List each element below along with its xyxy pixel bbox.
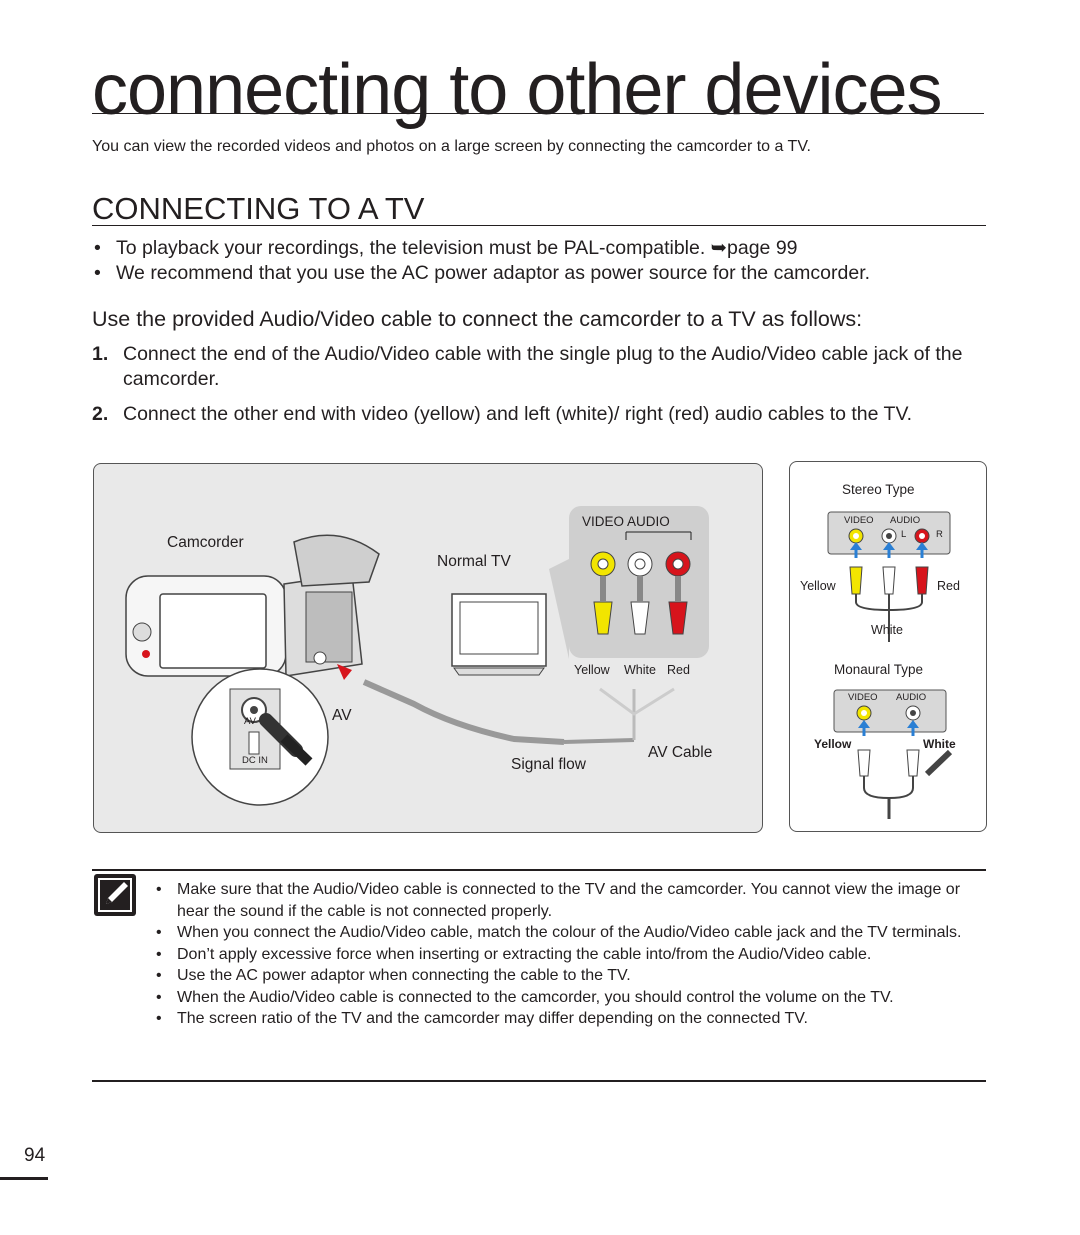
mono-white-label: White — [923, 737, 956, 751]
step-text: Connect the end of the Audio/Video cable… — [123, 343, 963, 390]
step-text: Connect the other end with video (yellow… — [123, 403, 913, 425]
stereo-l-label: L — [901, 529, 907, 540]
notes-list: Make sure that the Audio/Video cable is … — [152, 879, 988, 1030]
normal-tv-label: Normal TV — [437, 553, 511, 570]
note-item: When you connect the Audio/Video cable, … — [152, 922, 988, 944]
section-title: CONNECTING TO A TV — [92, 191, 425, 226]
step-list: 1. Connect the end of the Audio/Video ca… — [92, 342, 987, 437]
note-item: When the Audio/Video cable is connected … — [152, 987, 988, 1009]
chapter-rule — [92, 113, 984, 114]
connection-illustration — [125, 506, 709, 806]
stereo-r-label: R — [936, 529, 943, 540]
stereo-video-label: VIDEO — [844, 515, 874, 526]
mono-audio-label: AUDIO — [896, 692, 927, 703]
monaural-type-title: Monaural Type — [834, 662, 924, 677]
video-audio-label: VIDEO AUDIO — [582, 514, 670, 529]
stereo-type-title: Stereo Type — [842, 482, 915, 497]
note-pencil-icon — [94, 874, 136, 916]
instruction-lead: Use the provided Audio/Video cable to co… — [92, 307, 863, 331]
notes-bottom-rule — [92, 1080, 986, 1082]
note-item: The screen ratio of the TV and the camco… — [152, 1008, 988, 1030]
plug-label-white: White — [624, 663, 656, 677]
connection-figure: Camcorder Normal TV VIDEO AUDIO Yellow W… — [93, 463, 763, 833]
note-item: Use the AC power adaptor when connecting… — [152, 965, 988, 987]
cable-type-illustration — [827, 511, 953, 819]
dc-in-label: DC IN — [242, 755, 268, 766]
section-rule — [92, 225, 986, 226]
av-cable-label: AV Cable — [648, 744, 713, 761]
step-item: 1. Connect the end of the Audio/Video ca… — [92, 342, 987, 392]
av-small-label: AV — [244, 716, 256, 727]
signal-flow-label: Signal flow — [511, 756, 586, 773]
av-label: AV — [332, 707, 352, 724]
stereo-audio-label: AUDIO — [890, 515, 921, 526]
zoom-detail — [191, 668, 329, 806]
stereo-yellow-label: Yellow — [800, 579, 836, 593]
list-item: We recommend that you use the AC power a… — [92, 261, 982, 286]
tv-illustration — [451, 593, 547, 676]
stereo-white-label: White — [871, 623, 903, 637]
note-item: Don’t apply excessive force when inserti… — [152, 944, 988, 966]
prerequisite-list: To playback your recordings, the televis… — [92, 236, 982, 286]
page-number: 94 — [24, 1145, 46, 1166]
step-number: 1. — [92, 343, 109, 365]
cable-type-figure: Stereo Type VIDEO AUDIO L R Yellow Red W… — [789, 461, 987, 832]
notes-top-rule — [92, 869, 986, 871]
mono-video-label: VIDEO — [848, 692, 878, 703]
intro-text: You can view the recorded videos and pho… — [92, 138, 811, 155]
camcorder-illustration — [125, 534, 380, 680]
step-number: 2. — [92, 403, 109, 425]
step-item: 2. Connect the other end with video (yel… — [92, 402, 987, 427]
plug-label-red: Red — [667, 663, 690, 677]
list-item: To playback your recordings, the televis… — [92, 236, 982, 261]
tv-jack-panel — [549, 506, 709, 659]
camcorder-label: Camcorder — [167, 534, 244, 551]
stereo-red-label: Red — [937, 579, 960, 593]
note-item: Make sure that the Audio/Video cable is … — [152, 879, 988, 922]
page-number-rule — [0, 1177, 48, 1180]
plug-label-yellow: Yellow — [574, 663, 610, 677]
chapter-title: connecting to other devices — [92, 50, 943, 130]
mono-yellow-label: Yellow — [814, 737, 852, 751]
